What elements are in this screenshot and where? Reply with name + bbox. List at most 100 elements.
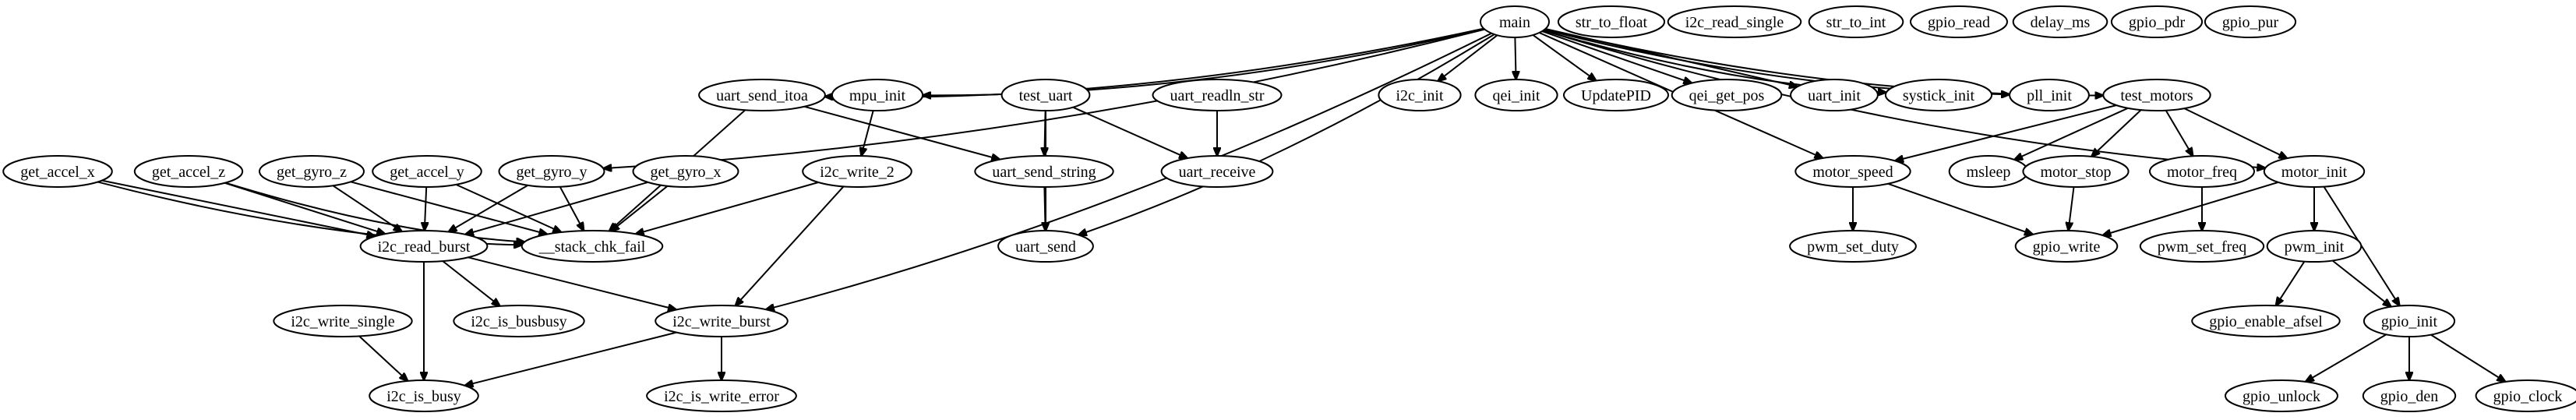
node-label: get_gyro_x [650, 164, 721, 181]
node-label: uart_send_itoa [716, 87, 808, 104]
node-qei_get_pos: qei_get_pos [1671, 79, 1783, 111]
node-label: delay_ms [2031, 14, 2091, 31]
node-gpio_pur: gpio_pur [2204, 5, 2297, 38]
node-test_motors: test_motors [2102, 79, 2211, 111]
node-ellipse [2, 155, 113, 188]
node-get_gyro_x: get_gyro_x [632, 155, 739, 188]
node-label: i2c_write_2 [820, 164, 895, 181]
node-ellipse [1563, 79, 1669, 111]
edge-i2c_write_2-to-i2c_write_burst [736, 185, 845, 305]
node-label: pwm_set_duty [1807, 238, 1899, 256]
edge-test_uart-to-uart_receive [1072, 106, 1187, 158]
node-ellipse [2139, 230, 2265, 263]
node-ellipse [2263, 155, 2366, 188]
node-ellipse [372, 155, 482, 188]
node-ellipse [1667, 5, 1802, 38]
edge-get_accel_y-to-i2c_read_burst [425, 186, 426, 231]
node-main: main [1480, 5, 1550, 38]
node-label: motor_speed [1812, 164, 1893, 181]
edge-main-to-UpdatePID [1532, 34, 1596, 81]
node-ellipse [1474, 79, 1558, 111]
node-ellipse [2014, 230, 2119, 263]
node-label: i2c_is_busy [386, 388, 461, 405]
node-ellipse [974, 155, 1114, 188]
node-label: __stack_chk_fail [538, 238, 646, 256]
node-i2c_write_2: i2c_write_2 [802, 155, 912, 188]
node-ellipse [997, 230, 1094, 263]
edge-i2c_read_burst-to-i2c_write_burst [468, 256, 676, 309]
edge-get_gyro_y-to-i2c_read_burst [449, 184, 529, 232]
node-label: i2c_write_burst [672, 313, 771, 330]
node-str_to_int: str_to_int [1808, 5, 1904, 38]
node-gpio_den: gpio_den [2362, 379, 2457, 412]
node-systick_init: systick_init [1884, 79, 1993, 111]
node-ellipse [646, 379, 797, 412]
node-ellipse [133, 155, 244, 188]
node-label: motor_init [2281, 164, 2348, 181]
node-ellipse [2191, 305, 2341, 337]
node-i2c_init: i2c_init [1378, 79, 1462, 111]
node-ellipse [1794, 155, 1911, 188]
node-get_accel_y: get_accel_y [372, 155, 482, 188]
node-ellipse [1789, 230, 1917, 263]
edge-get_gyro_x-to-i2c_read_burst [465, 181, 648, 235]
edge-test_motors-to-motor_stop [2091, 109, 2142, 157]
node-ellipse [2009, 79, 2090, 111]
node-get_gyro_y: get_gyro_y [498, 155, 605, 188]
node-ellipse [1884, 79, 1993, 111]
node-ellipse [273, 305, 413, 337]
node-ellipse [2149, 155, 2255, 188]
edge-mpu_init-to-i2c_write_2 [861, 110, 874, 156]
node-qei_init: qei_init [1474, 79, 1558, 111]
edge-test_motors-to-motor_init [2183, 108, 2287, 158]
edge-i2c_write_2-to-stack_chk_fail [636, 182, 819, 234]
node-ellipse [453, 305, 585, 337]
edge-i2c_write_burst-to-i2c_is_busy [465, 331, 677, 386]
node-label: gpio_pur [2222, 14, 2279, 31]
node-label: gpio_den [2380, 388, 2438, 405]
node-label: gpio_unlock [2243, 388, 2320, 405]
edge-uart_send_itoa-to-uart_send_string [804, 105, 1000, 160]
edge-pwm_init-to-gpio_enable_afsel [2276, 261, 2306, 306]
node-label: get_gyro_y [516, 164, 587, 181]
node-label: get_accel_x [20, 164, 95, 181]
node-i2c_write_single: i2c_write_single [273, 305, 413, 337]
node-ellipse [1160, 155, 1274, 188]
edge-main-to-motor_init [1543, 30, 2266, 168]
edge-get_gyro_y-to-stack_chk_fail [559, 186, 584, 231]
node-ellipse [1671, 79, 1783, 111]
edge-get_gyro_x-to-stack_chk_fail [611, 185, 669, 231]
edge-test_motors-to-motor_speed [1895, 104, 2117, 161]
node-label: uart_receive [1179, 164, 1256, 181]
node-test_uart: test_uart [1000, 79, 1091, 111]
node-str_to_float: str_to_float [1557, 5, 1666, 38]
node-i2c_read_single: i2c_read_single [1667, 5, 1802, 38]
node-label: gpio_read [1928, 14, 1990, 31]
node-label: test_motors [2120, 87, 2193, 104]
node-ellipse [1480, 5, 1550, 38]
node-pwm_set_freq: pwm_set_freq [2139, 230, 2265, 263]
node-i2c_is_busbusy: i2c_is_busbusy [453, 305, 585, 337]
node-label: pwm_init [2285, 238, 2345, 256]
node-label: uart_send [1015, 238, 1076, 256]
node-ellipse [520, 230, 664, 263]
node-uart_init: uart_init [1790, 79, 1879, 111]
node-label: gpio_clock [2493, 388, 2563, 405]
node-gpio_enable_afsel: gpio_enable_afsel [2191, 305, 2341, 337]
node-pll_init: pll_init [2009, 79, 2090, 111]
edge-gpio_init-to-gpio_unlock [2306, 334, 2387, 382]
edge-test_motors-to-msleep [2014, 107, 2129, 160]
node-mpu_init: mpu_init [831, 79, 924, 111]
node-ellipse [2363, 305, 2456, 337]
node-gpio_clock: gpio_clock [2475, 379, 2576, 412]
node-label: motor_stop [2040, 164, 2111, 181]
node-label: gpio_init [2381, 313, 2438, 330]
node-motor_freq: motor_freq [2149, 155, 2255, 188]
edge-main-to-get_gyro_y [603, 28, 1485, 168]
edge-main-to-i2c_write_burst [766, 32, 1492, 310]
node-ellipse [2225, 379, 2338, 412]
node-label: UpdatePID [1581, 87, 1651, 104]
node-label: gpio_pdr [2129, 14, 2186, 31]
node-get_gyro_z: get_gyro_z [259, 155, 365, 188]
